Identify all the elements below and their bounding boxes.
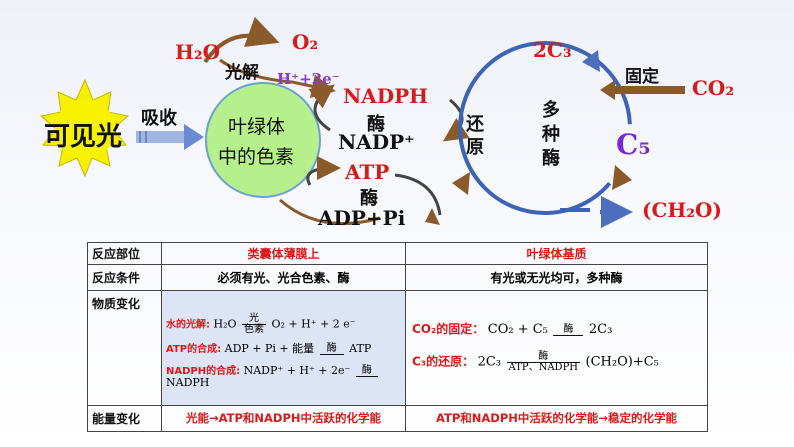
nadp-label: NADP⁺ bbox=[338, 130, 415, 154]
enzymes-label-2: 种 bbox=[542, 120, 560, 146]
energy-label: 能量变化 bbox=[88, 405, 162, 431]
table-row: 能量变化 光能→ATP和NADPH中活跃的化学能 ATP和NADPH中活跃的化学… bbox=[88, 405, 708, 431]
light-energy-change: 光能→ATP和NADPH中活跃的化学能 bbox=[162, 405, 406, 431]
pigment-label-1: 叶绿体 bbox=[228, 112, 285, 139]
photolysis-label: 光解 bbox=[225, 58, 259, 83]
material-label: 物质变化 bbox=[88, 291, 162, 406]
table-row: 反应部位 类囊体薄膜上 叶绿体基质 bbox=[88, 243, 708, 265]
c5-label: C₅ bbox=[616, 128, 651, 161]
thylakoid-header: 类囊体薄膜上 bbox=[162, 243, 406, 265]
photosynthesis-diagram: 可见光 吸收 叶绿体 中的色素 H₂O 光解 O₂ H⁺+2e⁻ NADPH 酶… bbox=[0, 0, 794, 238]
water-photolysis-eq: 水的光解: H₂O 光色素 O₂ + H⁺ + 2 e⁻ bbox=[166, 314, 401, 335]
summary-table: 反应部位 类囊体薄膜上 叶绿体基质 反应条件 必须有光、光合色素、酶 有光或无光… bbox=[87, 242, 708, 432]
table-row: 反应条件 必须有光、光合色素、酶 有光或无光均可，多种酶 bbox=[88, 265, 708, 291]
light-equations: 水的光解: H₂O 光色素 O₂ + H⁺ + 2 e⁻ ATP的合成: ADP… bbox=[162, 291, 406, 406]
enzymes-label-1: 多 bbox=[542, 96, 560, 122]
fixation-label: 固定 bbox=[625, 62, 659, 87]
adp-pi-label: ADP+Pi bbox=[318, 206, 405, 230]
absorb-label: 吸收 bbox=[141, 104, 177, 130]
h2o-label: H₂O bbox=[175, 40, 220, 64]
enzymes-label-3: 酶 bbox=[542, 144, 560, 170]
conditions-label: 反应条件 bbox=[88, 265, 162, 291]
atp-arc bbox=[308, 168, 335, 185]
co2-label: CO₂ bbox=[692, 76, 734, 100]
stroma-header: 叶绿体基质 bbox=[406, 243, 708, 265]
nadph-synthesis-eq: NADPH的合成: NADP⁺ + H⁺ + 2e⁻ 酶 NADPH bbox=[166, 365, 401, 388]
reduction-label-2: 原 bbox=[466, 133, 484, 159]
co2-fixation-eq: CO₂的固定： CO₂ + C₅ 酶 2C₃ bbox=[412, 323, 701, 336]
light-conditions: 必须有光、光合色素、酶 bbox=[162, 265, 406, 291]
visible-light-label: 可见光 bbox=[44, 116, 122, 153]
atp-label: ATP bbox=[345, 160, 389, 184]
pigment-circle bbox=[206, 83, 320, 197]
table-row: 物质变化 水的光解: H₂O 光色素 O₂ + H⁺ + 2 e⁻ ATP的合成… bbox=[88, 291, 708, 406]
dark-conditions: 有光或无光均可，多种酶 bbox=[406, 265, 708, 291]
atp-synthesis-eq: ATP的合成: ADP + Pi + 能量 酶 ATP bbox=[166, 343, 401, 355]
h-electron-label: H⁺+2e⁻ bbox=[277, 70, 340, 88]
o2-label: O₂ bbox=[292, 30, 318, 54]
c3-label: 2C₃ bbox=[533, 38, 572, 62]
nadph-label: NADPH bbox=[343, 84, 428, 108]
location-header: 反应部位 bbox=[88, 243, 162, 265]
pigment-label-2: 中的色素 bbox=[218, 142, 294, 169]
ch2o-label: (CH₂O) bbox=[642, 198, 722, 222]
dark-energy-change: ATP和NADPH中活跃的化学能→稳定的化学能 bbox=[406, 405, 708, 431]
